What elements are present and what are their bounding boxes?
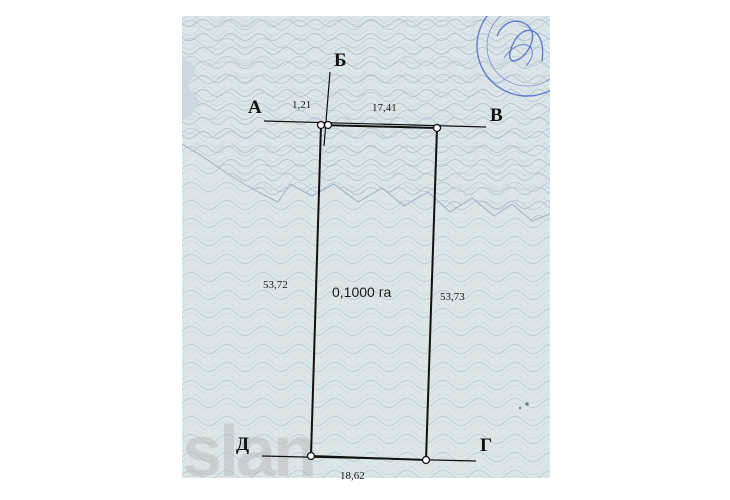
dimension-bottom: 18,62 [340,470,365,482]
corner-point [306,451,316,461]
dimension-offset-top-left: 1,21 [292,99,311,111]
document-sheet: slan [182,16,550,478]
watermark-logo: slan [182,412,317,478]
corner-point [323,120,333,130]
stamp-icon [476,16,550,97]
line-a-v [263,120,487,128]
dimension-right: 53,73 [440,291,465,303]
corner-label-b: Б [334,50,347,71]
corner-point [432,123,442,133]
corner-label-a: А [248,97,262,118]
speck [525,402,529,406]
left-band [182,56,200,120]
corner-label-g: Г [480,435,492,456]
corner-label-v: В [490,105,503,126]
security-background [182,16,550,478]
line-b [323,71,331,147]
corner-label-d: Д [236,434,249,455]
security-band [182,16,550,221]
dimension-top: 17,41 [372,102,397,114]
corner-point [316,120,326,130]
dimension-left: 53,72 [263,279,288,291]
plot-area-label: 0,1000 га [332,284,392,300]
band-edge [182,143,550,222]
speck [518,406,522,410]
corner-point [421,455,431,465]
